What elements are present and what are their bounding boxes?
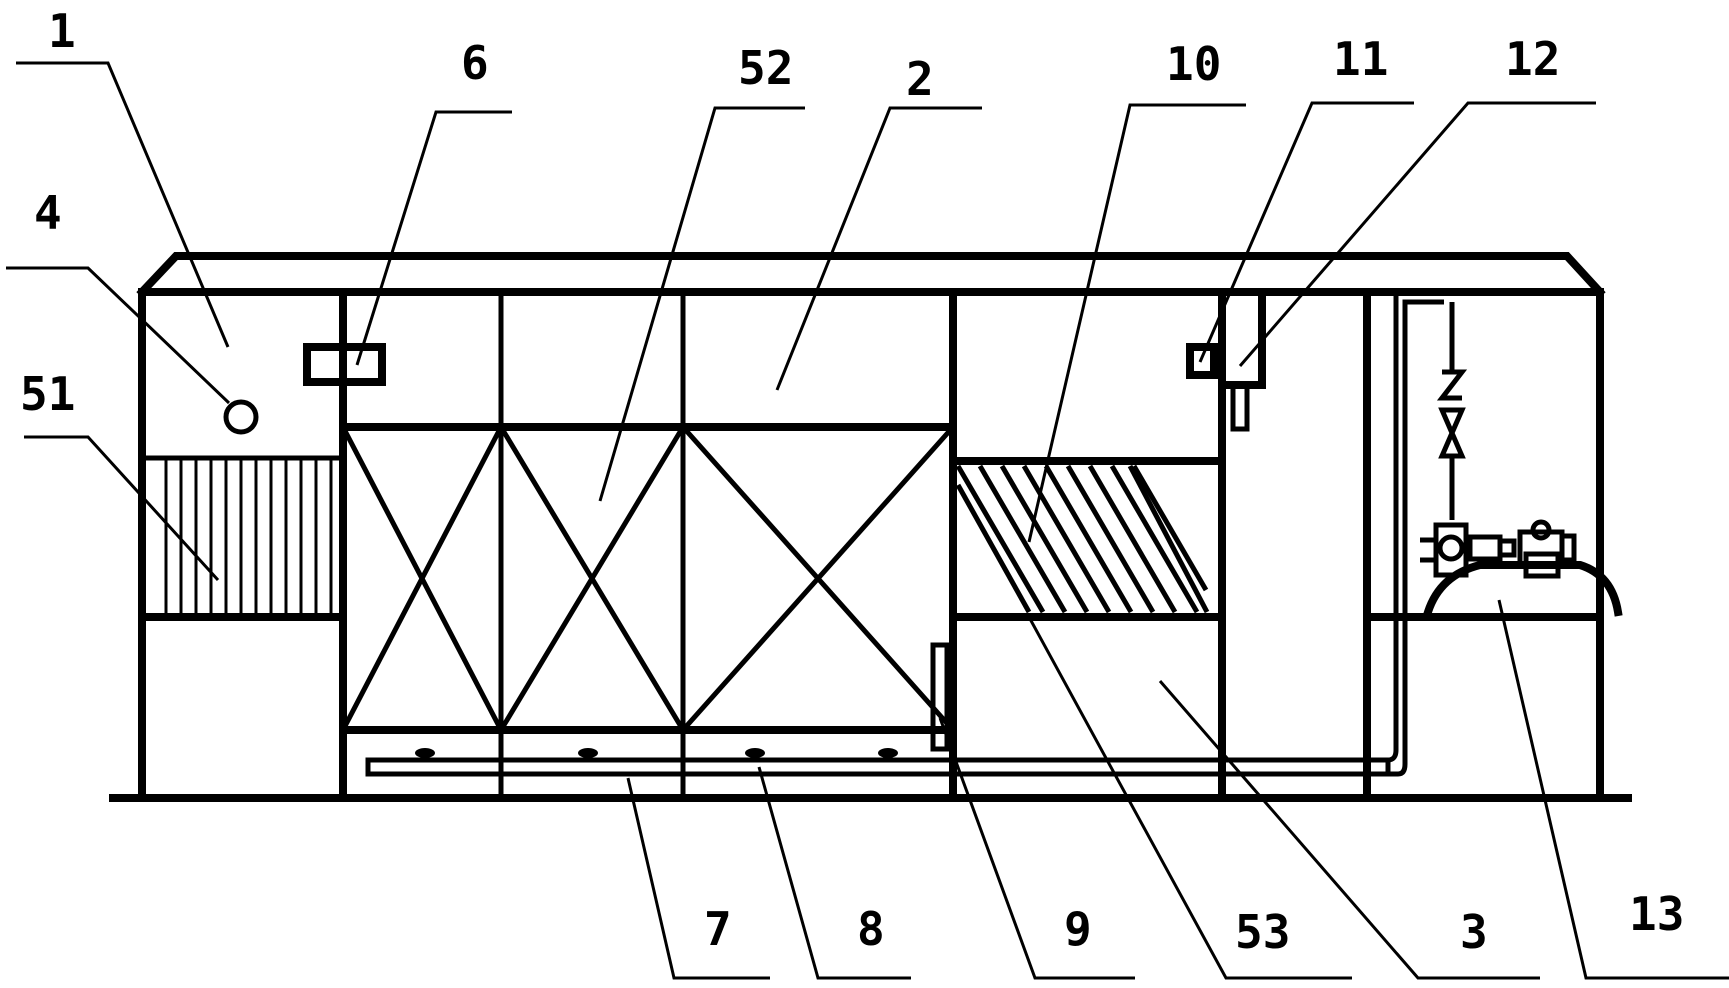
check-valve (1436, 369, 1468, 401)
label-51: 51 (20, 367, 75, 421)
label-52: 52 (738, 41, 793, 95)
leader-52 (598, 106, 805, 502)
leader-12 (1238, 101, 1596, 367)
plates-10-right-edge (1127, 464, 1210, 614)
aeration-pipe-7 (365, 757, 1391, 777)
level-gauge-9 (930, 642, 950, 752)
label-9: 9 (1064, 902, 1092, 956)
label-8: 8 (857, 902, 885, 956)
label-13: 13 (1629, 887, 1684, 941)
leader-11 (1198, 101, 1414, 363)
label-1: 1 (48, 4, 76, 58)
leader-lines (6, 61, 1729, 980)
sensor-11 (1186, 343, 1218, 379)
label-10: 10 (1166, 37, 1221, 91)
media-52-cross-bracing (340, 425, 955, 732)
label-3: 3 (1460, 905, 1488, 959)
port-4 (223, 399, 259, 435)
blower-13 (1420, 519, 1623, 618)
gate-valve (1438, 407, 1466, 459)
label-53: 53 (1235, 905, 1290, 959)
label-7: 7 (704, 902, 732, 956)
leader-6 (355, 110, 512, 366)
leader-1 (16, 61, 230, 348)
callout-labels: 1 6 52 2 10 11 12 4 51 7 8 9 53 3 13 (20, 4, 1684, 959)
sensor-6 (303, 343, 386, 386)
leader-10 (1027, 103, 1246, 543)
leader-7 (626, 777, 770, 980)
aeration-pipe-riser-inner (1387, 292, 1399, 763)
leader-4 (6, 266, 231, 405)
leader-13 (1497, 599, 1729, 980)
inclined-plates-10 (955, 464, 1209, 614)
label-12: 12 (1505, 32, 1560, 86)
filter-51-slats (164, 458, 333, 617)
leader-51 (24, 435, 220, 582)
leader-2 (775, 106, 982, 391)
leader-3 (1158, 680, 1540, 980)
label-11: 11 (1333, 32, 1388, 86)
aeration-pipe-riser (1388, 299, 1444, 777)
leader-8 (757, 766, 911, 980)
leader-53 (1027, 616, 1352, 980)
label-2: 2 (906, 52, 934, 106)
probe-housing-12 (1218, 288, 1266, 389)
label-6: 6 (461, 36, 489, 90)
roof-outline (136, 252, 1606, 298)
leader-9 (938, 717, 1135, 980)
probe-tip-12 (1230, 382, 1250, 432)
label-4: 4 (34, 186, 62, 240)
diffusers-8 (415, 748, 898, 760)
